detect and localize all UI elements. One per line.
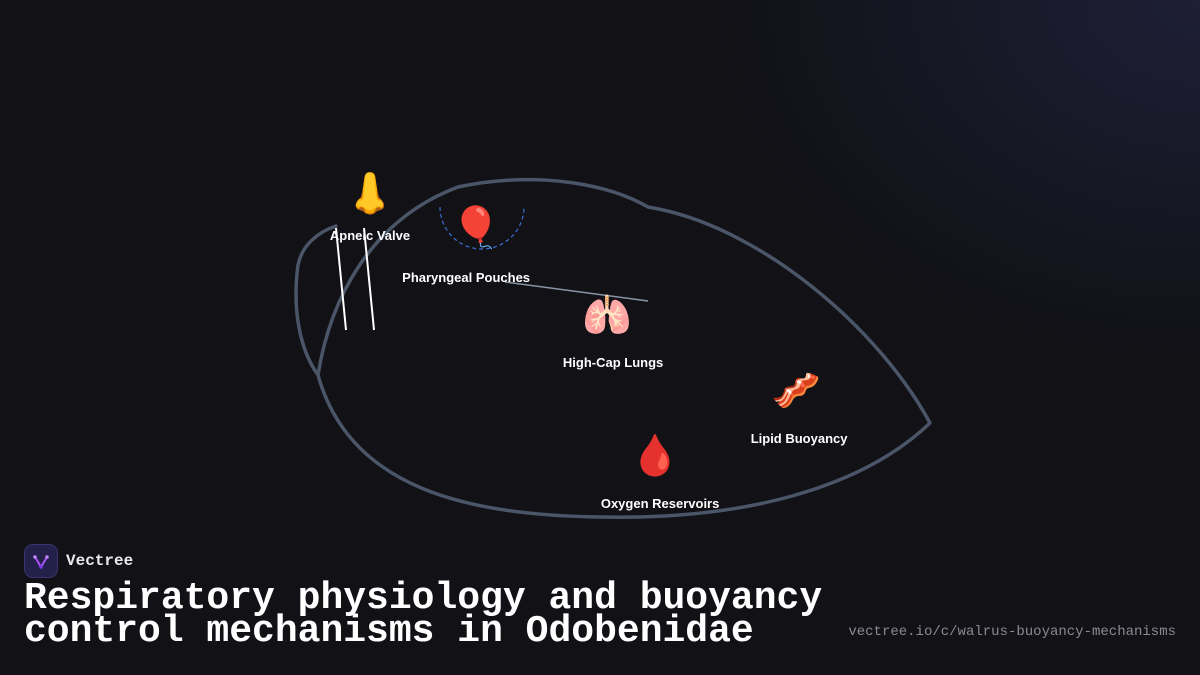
node-label: Lipid Buoyancy xyxy=(750,431,848,446)
pharyngeal-pouch-outline xyxy=(439,206,525,250)
walrus-body-outline xyxy=(316,177,932,519)
vectree-logo-icon xyxy=(24,544,58,578)
page-title: Respiratory physiology and buoyancy cont… xyxy=(24,577,823,653)
balloon-icon: 🎈 xyxy=(451,205,501,251)
node-oxygen-reservoirs: 🩸 Oxygen Reservoirs xyxy=(601,433,720,511)
walrus-tusk-right xyxy=(363,227,375,331)
lungs-icon: 🫁 xyxy=(582,293,632,339)
node-high-cap-lungs: 🫁 High-Cap Lungs xyxy=(563,293,663,370)
node-apneic-valve: 👃 Apneic Valve xyxy=(330,171,410,243)
node-label: Oxygen Reservoirs xyxy=(600,496,720,511)
brand-name: Vectree xyxy=(66,552,134,570)
walrus-head-outline xyxy=(294,224,338,377)
nose-icon: 👃 xyxy=(345,171,395,217)
node-lipid-buoyancy: 🥓 Lipid Buoyancy xyxy=(751,368,848,446)
walrus-tusk-left xyxy=(335,227,347,331)
brand[interactable]: Vectree xyxy=(24,544,133,578)
node-label: High-Cap Lungs xyxy=(562,355,664,370)
source-url[interactable]: vectree.io/c/walrus-buoyancy-mechanisms xyxy=(848,624,1176,640)
node-pharyngeal-pouches: 🎈 Pharyngeal Pouches xyxy=(402,205,530,285)
node-label: Pharyngeal Pouches xyxy=(402,270,531,285)
node-label: Apneic Valve xyxy=(329,228,411,243)
blood-drop-icon: 🩸 xyxy=(630,433,680,479)
bacon-icon: 🥓 xyxy=(771,368,821,414)
pouch-to-lungs-connector xyxy=(504,281,649,302)
